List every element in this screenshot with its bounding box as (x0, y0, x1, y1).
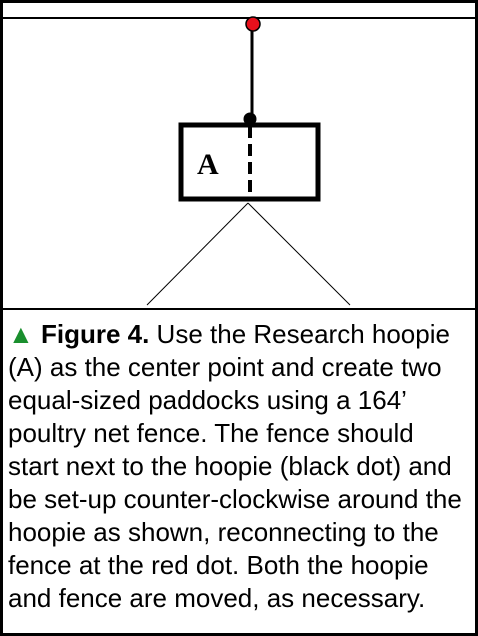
figure-caption: ▲ Figure 4. Use the Research hoopie (A) … (8, 318, 470, 615)
black-dot (243, 112, 257, 126)
paddock-line-left (146, 202, 249, 306)
hoopie-label: A (197, 148, 219, 181)
green-triangle-icon: ▲ (8, 319, 34, 349)
figure-label: Figure 4. (40, 319, 150, 349)
caption-text: Use the Research hoopie (A) as the cente… (8, 319, 462, 613)
paddock-line-right (247, 202, 351, 306)
red-dot (245, 16, 261, 32)
